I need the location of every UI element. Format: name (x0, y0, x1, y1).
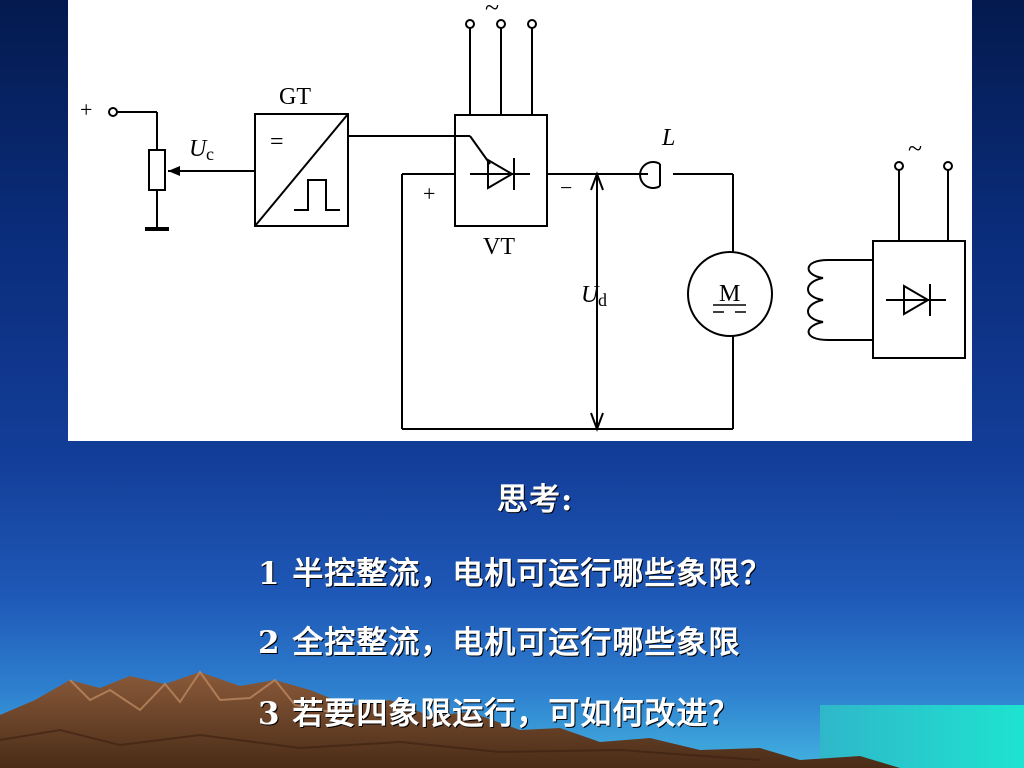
ac-top-label: ~ (485, 0, 499, 22)
circuit-diagram-panel: + GT = U c VT + − L U d M ~ ~ (68, 0, 972, 441)
potentiometer (148, 149, 166, 191)
uc-label-sub: c (206, 144, 214, 164)
motor-label: M (719, 281, 740, 307)
ud-label-main: U (581, 282, 600, 308)
field-winding (807, 259, 829, 341)
wiper-arrow (168, 166, 180, 176)
ac-terminal-2 (496, 19, 506, 29)
ac-terminal-1 (465, 19, 475, 29)
field-ac-terminal-1 (894, 161, 904, 171)
gt-label: GT (279, 84, 311, 110)
ac-right-label: ~ (908, 134, 922, 163)
ud-label-sub: d (598, 290, 607, 310)
uc-label-main: U (189, 136, 208, 162)
inductor-label: L (661, 125, 675, 151)
pulse-symbol (294, 179, 340, 211)
plus-bridge-label: + (423, 181, 435, 206)
question-2: 2 全控整流，电机可运行哪些象限 (258, 625, 741, 661)
circuit-diagram: + GT = U c VT + − L U d M ~ ~ (80, 0, 966, 432)
ac-terminal-3 (527, 19, 537, 29)
inductor-symbol (639, 161, 661, 189)
plus-input-label: + (80, 97, 92, 122)
question-3: 3 若要四象限运行，可如何改进？ (258, 696, 741, 732)
think-heading: 思考: (497, 482, 574, 518)
vt-label: VT (483, 234, 515, 260)
question-1: 1 半控整流，电机可运行哪些象限？ (258, 556, 773, 592)
vt-converter-box (454, 114, 548, 227)
gt-trigger-box (254, 113, 349, 227)
field-ac-terminal-2 (943, 161, 953, 171)
field-rectifier-box (872, 240, 966, 359)
gt-equal-label: = (270, 129, 284, 155)
input-terminal (108, 107, 118, 117)
minus-bridge-label: − (560, 175, 572, 200)
motor-symbol (687, 251, 773, 337)
